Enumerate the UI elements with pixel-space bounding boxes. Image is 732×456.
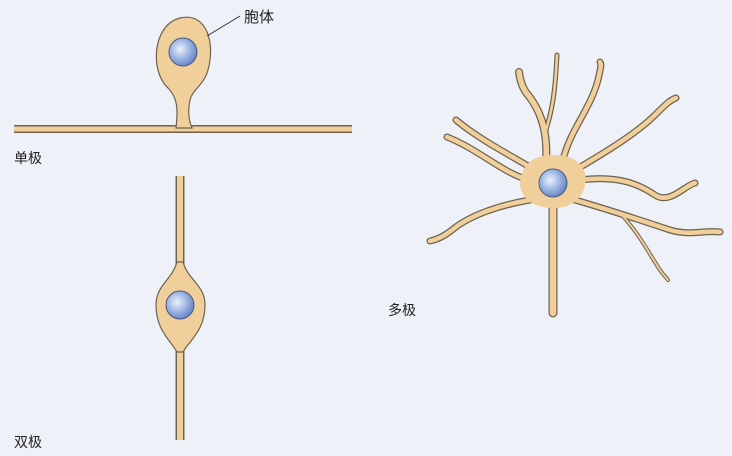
soma-pointer-line	[206, 15, 241, 37]
unipolar-label: 单极	[14, 151, 42, 167]
unipolar-neuron	[14, 15, 352, 133]
multipolar-label: 多极	[388, 303, 416, 319]
nucleus	[168, 37, 198, 67]
bipolar-label: 双极	[14, 435, 42, 451]
bipolar-neuron	[155, 176, 206, 440]
multipolar-neuron	[426, 52, 724, 318]
soma-label: 胞体	[244, 8, 275, 26]
nucleus	[538, 168, 568, 198]
nucleus	[165, 290, 195, 320]
